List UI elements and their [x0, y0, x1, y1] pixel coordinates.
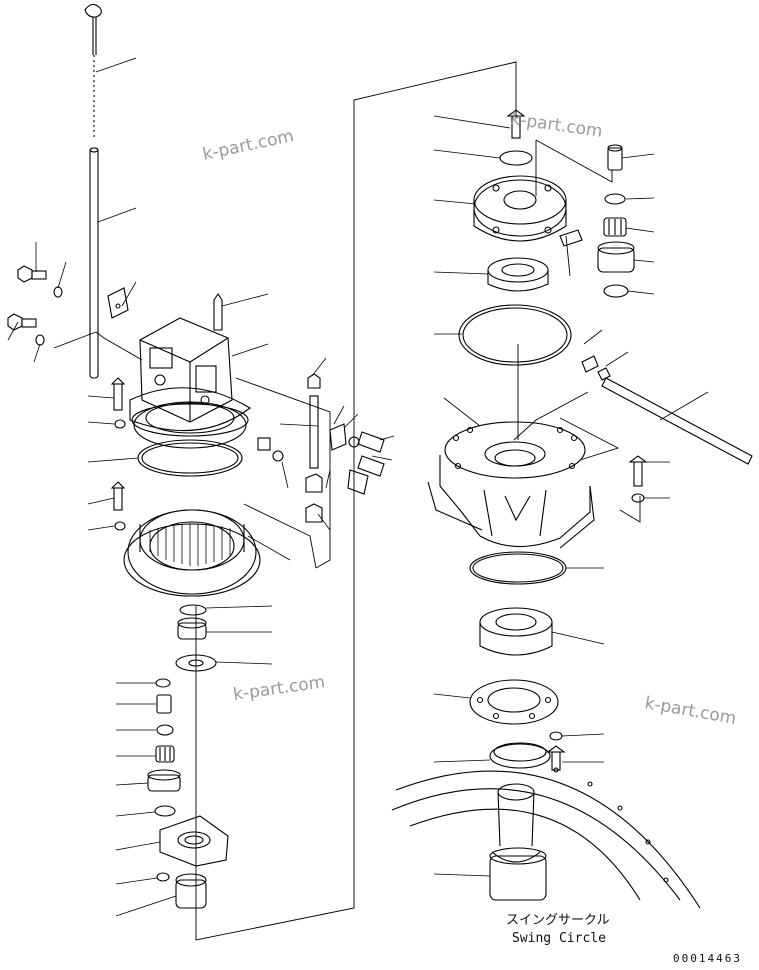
bearing-small-a	[177, 617, 207, 640]
o-ring-motor	[137, 439, 243, 477]
o-ring-right	[458, 304, 572, 366]
needle-bearing-a	[155, 745, 175, 763]
illustration-number: 00014463	[673, 952, 742, 965]
planet-carrier-plate	[159, 815, 229, 867]
grease-fittings	[581, 355, 611, 381]
ring-gear-housing	[123, 509, 261, 597]
swing-motor	[129, 293, 251, 437]
snap-ring-a	[179, 604, 207, 616]
needle-bearing-right	[603, 217, 627, 237]
washer-c	[154, 805, 176, 817]
leader-lines-left	[7, 57, 291, 917]
level-gauge-cap	[84, 3, 102, 55]
seal-right	[489, 742, 551, 769]
bearing-right-b	[479, 607, 553, 656]
pin-right	[607, 144, 623, 171]
leader-lines-pipes	[279, 357, 395, 531]
pin-a	[156, 694, 172, 714]
gauge-pipe	[89, 147, 99, 379]
motor-flange	[133, 401, 247, 449]
bearing-right-a	[487, 257, 549, 292]
bolt-washer-right	[628, 455, 648, 503]
swing-circle-label-jp: スイングサークル	[506, 913, 610, 928]
gear-small-a	[147, 769, 181, 792]
washer-b	[156, 724, 174, 736]
planetary-carrier	[473, 175, 567, 242]
pipe-assembly	[305, 373, 347, 523]
gear-right	[597, 241, 635, 273]
level-pipe-right	[601, 377, 753, 465]
shaft-housing	[427, 421, 595, 549]
o-ring-right-b	[469, 551, 567, 585]
shaft-pin	[559, 229, 583, 247]
bolt-washer-right-b	[546, 731, 566, 771]
swing-circle-ring	[391, 767, 701, 909]
watermark-3: k-part.com	[232, 672, 326, 705]
watermark-4: k-part.com	[643, 693, 738, 729]
retainer-plate	[469, 679, 559, 725]
leader-lines-right	[433, 115, 709, 877]
bolt-upper-left	[17, 265, 63, 298]
gauge-bracket	[107, 287, 129, 319]
washer-right-b	[603, 284, 629, 298]
pinion-gear	[175, 873, 207, 909]
ring-gear-teeth	[149, 524, 231, 566]
washer-right-a	[604, 193, 626, 205]
thrust-plate	[499, 150, 533, 166]
watermark-1: k-part.com	[201, 126, 296, 165]
bolts-washers-left	[110, 377, 126, 531]
fittings-right-of-motor	[257, 431, 385, 495]
snap-ring-c	[156, 872, 170, 882]
watermark-2: k-part.com	[509, 109, 603, 142]
snap-ring-b	[155, 678, 171, 688]
assembly-link-lines	[53, 61, 517, 941]
bolt-top-right	[506, 109, 526, 139]
assembly-link-lines-right	[513, 139, 641, 523]
pinion-shaft	[489, 783, 547, 901]
swing-circle-label-en: Swing Circle	[512, 931, 606, 946]
